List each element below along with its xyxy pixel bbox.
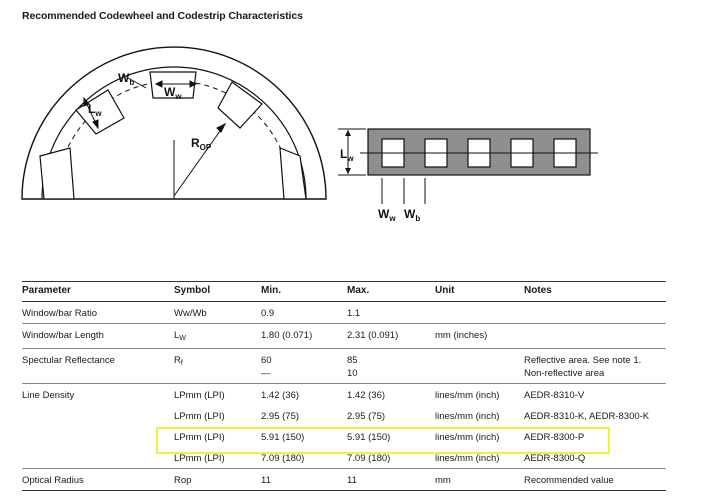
ww-label-strip: Ww: [378, 207, 396, 223]
cell-parameter: [22, 447, 174, 469]
cell-notes: AEDR-8310-V: [524, 390, 585, 401]
cell-unit: mm (inches): [435, 323, 524, 349]
wb-label-wheel: Wb: [118, 71, 134, 87]
table-row: Window/bar Ratio Ww/Wb 0.9 1.1: [22, 301, 666, 324]
cell-min: 5.91 (150): [261, 432, 305, 443]
codewheel-codestrip-diagram: Wb Ww Lw ROP Lw Ww Wb: [21, 46, 598, 223]
cell-parameter: Spectular Reflectance: [22, 348, 174, 384]
cell-min: 11: [261, 468, 347, 491]
cell-max: 7.09 (180): [347, 447, 435, 469]
cell-min: 7.09 (180): [261, 447, 347, 469]
cell-symbol: Rop: [174, 468, 261, 491]
cell-symbol: LPmm (LPI): [174, 411, 225, 422]
characteristics-table: Parameter Symbol Min. Max. Unit Notes Wi…: [22, 281, 666, 491]
table-row: Line Density LPmm (LPI) 1.42 (36) 1.42 (…: [22, 384, 666, 406]
cell-symbol: LPmm (LPI): [174, 432, 225, 443]
cell-symbol: LW: [174, 323, 261, 349]
cell-max: 5.91 (150): [347, 432, 391, 443]
cell-parameter: Window/bar Ratio: [22, 301, 174, 324]
cell-min: 1.42 (36): [261, 390, 300, 401]
cell-notes: [524, 323, 666, 349]
cell-unit: lines/mm (inch): [435, 432, 500, 443]
cell-unit: lines/mm (inch): [435, 411, 500, 422]
cell-notes: AEDR-8300-Q: [524, 447, 666, 469]
cell-unit: lines/mm (inch): [435, 447, 524, 469]
cell-notes: Reflective area. See note 1.Non-reflecti…: [524, 348, 666, 384]
table-row: LPmm (LPI) 2.95 (75) 2.95 (75) lines/mm …: [22, 405, 666, 426]
ww-label-wheel: Ww: [164, 85, 182, 101]
cell-unit: [435, 301, 524, 324]
table-row: Optical Radius Rop 11 11 mm Recommended …: [22, 468, 666, 491]
rop-label: ROP: [191, 136, 212, 152]
cell-parameter: Window/bar Length: [22, 323, 174, 349]
header-parameter: Parameter: [22, 281, 174, 302]
header-notes: Notes: [524, 281, 666, 302]
codestrip: [338, 128, 598, 204]
cell-unit: mm: [435, 468, 524, 491]
lw-label-strip: Lw: [340, 147, 354, 163]
cell-parameter: [22, 405, 174, 426]
cell-parameter: [22, 426, 174, 447]
cell-notes: AEDR-8300-P: [524, 432, 585, 443]
wb-label-strip: Wb: [404, 207, 420, 223]
cell-unit: [435, 348, 524, 384]
cell-unit: lines/mm (inch): [435, 390, 500, 401]
cell-parameter: Optical Radius: [22, 468, 174, 491]
header-min: Min.: [261, 281, 347, 302]
cell-max: 2.31 (0.091): [347, 323, 435, 349]
cell-notes: Recommended value: [524, 468, 666, 491]
cell-symbol: LPmm (LPI): [174, 390, 225, 401]
cell-max: 1.42 (36): [347, 390, 386, 401]
cell-min: 0.9: [261, 301, 347, 324]
header-max: Max.: [347, 281, 435, 302]
cell-symbol: Rf: [174, 348, 261, 384]
cell-symbol: LPmm (LPI): [174, 447, 261, 469]
page-title: Recommended Codewheel and Codestrip Char…: [22, 10, 303, 22]
cell-notes: [524, 301, 666, 324]
table-row: LPmm (LPI) 7.09 (180) 7.09 (180) lines/m…: [22, 447, 666, 469]
rop-radius-line: [173, 123, 226, 197]
table-header-row: Parameter Symbol Min. Max. Unit Notes: [22, 281, 666, 302]
header-unit: Unit: [435, 281, 524, 302]
cell-parameter: Line Density: [22, 390, 75, 401]
cell-notes: AEDR-8310-K, AEDR-8300-K: [524, 411, 650, 422]
cell-min: 2.95 (75): [261, 411, 300, 422]
lw-label-wheel: Lw: [88, 102, 102, 118]
cell-max: 11: [347, 468, 435, 491]
cell-max: 2.95 (75): [347, 411, 386, 422]
cell-symbol: Ww/Wb: [174, 301, 261, 324]
header-symbol: Symbol: [174, 281, 261, 302]
table-row: LPmm (LPI) 5.91 (150) 5.91 (150) lines/m…: [22, 426, 666, 447]
cell-max: 1.1: [347, 301, 435, 324]
cell-min: 60—: [261, 348, 347, 384]
codewheel: [21, 46, 327, 200]
codewheel-windows: [39, 71, 307, 200]
cell-min: 1.80 (0.071): [261, 323, 347, 349]
table-row: Window/bar Length LW 1.80 (0.071) 2.31 (…: [22, 323, 666, 349]
